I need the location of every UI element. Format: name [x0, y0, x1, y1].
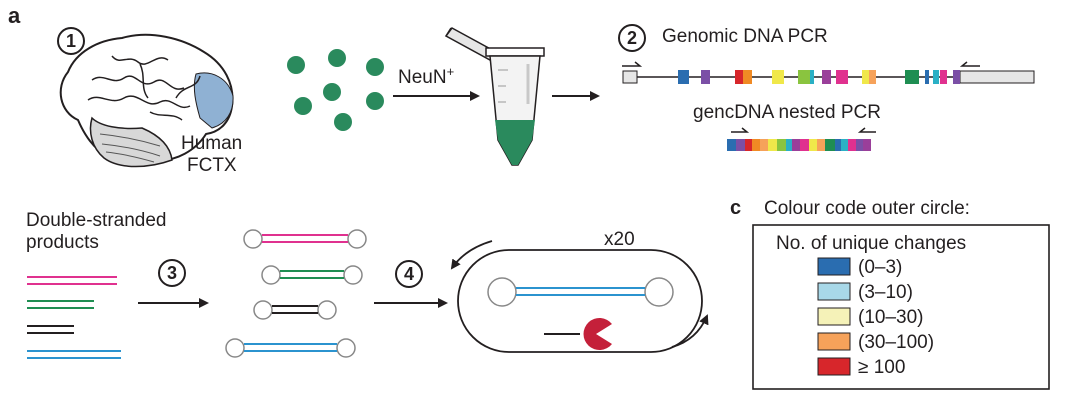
- exon: [810, 70, 814, 84]
- brain-icon: [59, 33, 234, 168]
- cycles-label: x20: [604, 229, 635, 250]
- cycle-arrow-top: [450, 240, 493, 270]
- nucleus: [294, 97, 312, 115]
- tube-icon: [444, 27, 545, 166]
- exon: [678, 70, 689, 84]
- nucleus: [366, 58, 384, 76]
- exonuclease-icon: [583, 318, 612, 350]
- legend-swatch: [817, 332, 851, 351]
- step-4-number: 4: [404, 264, 414, 284]
- exon: [772, 70, 784, 84]
- exon: [735, 70, 743, 84]
- step-3-number: 3: [167, 263, 177, 283]
- exon: [905, 70, 919, 84]
- legend-label: (10–30): [858, 307, 924, 328]
- exonuclease-cycle: [450, 240, 709, 353]
- nucleus: [287, 56, 305, 74]
- exon: [822, 70, 831, 84]
- legend-label: (3–10): [858, 282, 913, 303]
- panel-c-letter: c: [730, 197, 741, 219]
- legend-item: (3–10): [817, 282, 913, 303]
- step-1-badge: 1: [57, 27, 85, 55]
- exon: [836, 70, 848, 84]
- sort-marker-label: NeuN+: [398, 64, 454, 88]
- forward-primer: [622, 61, 643, 67]
- exon: [743, 70, 752, 84]
- legend-item: (10–30): [817, 307, 924, 328]
- exon: [940, 70, 947, 84]
- legend-swatch: [817, 257, 851, 276]
- legend-label: (0–3): [858, 257, 902, 278]
- nested-pcr-title: gencDNA nested PCR: [693, 102, 881, 123]
- gene-track: [622, 61, 1035, 84]
- step-3-badge: 3: [158, 259, 186, 287]
- nucleus: [323, 83, 341, 101]
- exon: [925, 70, 929, 84]
- products-label-line1: Double-stranded: [26, 210, 166, 231]
- exon: [933, 70, 939, 84]
- panel-a-letter: a: [8, 3, 21, 28]
- step-1-number: 1: [66, 31, 76, 51]
- legend-box: No. of unique changes (0–3) (3–10) (10–30)…: [752, 224, 1050, 390]
- panel-c-title: Colour code outer circle:: [764, 198, 970, 219]
- pcr-title: Genomic DNA PCR: [662, 26, 828, 47]
- legend-title: No. of unique changes: [776, 233, 966, 254]
- legend-item: (30–100): [817, 332, 934, 353]
- legend-item: ≥ 100: [817, 357, 905, 378]
- legend-label: ≥ 100: [858, 357, 905, 378]
- nucleus: [334, 113, 352, 131]
- products-label-line2: products: [26, 232, 99, 253]
- step-4-badge: 4: [395, 260, 423, 288]
- step-2-badge: 2: [618, 24, 646, 52]
- exon: [953, 70, 960, 84]
- legend-swatch: [817, 282, 851, 301]
- hairpin-icon: [225, 229, 367, 358]
- nucleus: [366, 92, 384, 110]
- ds-products: [27, 276, 121, 359]
- exon: [798, 70, 810, 84]
- step-2-number: 2: [627, 28, 637, 48]
- gencdna-bar: [727, 127, 876, 151]
- legend-swatch: [817, 307, 851, 326]
- exon: [862, 70, 869, 84]
- nucleus: [328, 49, 346, 67]
- tissue-label-line2: FCTX: [187, 155, 237, 176]
- tissue-label-line1: Human: [181, 133, 242, 154]
- legend-items: (0–3) (3–10) (10–30) (30–100) ≥ 100: [817, 257, 934, 378]
- cycle-arrow-bottom: [671, 314, 709, 348]
- nuclei-icon: [287, 49, 384, 131]
- legend-label: (30–100): [858, 332, 934, 353]
- legend-item: (0–3): [817, 257, 902, 278]
- exon: [869, 70, 876, 84]
- legend-swatch: [817, 357, 851, 376]
- reverse-primer: [959, 61, 980, 67]
- exon: [701, 70, 710, 84]
